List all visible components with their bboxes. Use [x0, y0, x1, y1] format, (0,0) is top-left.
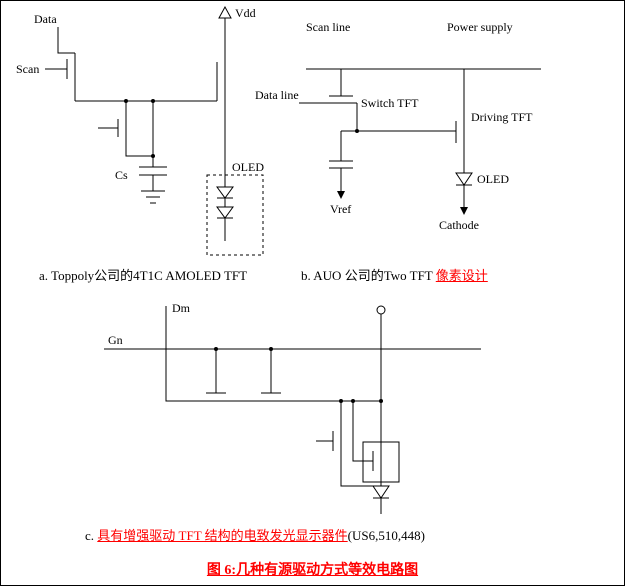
caption-c-suffix: (US6,510,448): [347, 528, 425, 543]
junction-dot: [269, 347, 273, 351]
junction-dot: [339, 399, 343, 403]
power-supply-label: Power supply: [447, 20, 513, 34]
t1-transistor: [66, 53, 76, 83]
figure-title: 图 6:几种有源驱动方式等效电路图: [206, 563, 419, 578]
gn-label: Gn: [108, 333, 123, 347]
cs-label: Cs: [115, 168, 128, 182]
caption-c-highlight: 具有增强驱动 TFT 结构的电致发光显示器件: [97, 528, 348, 543]
driving-tft: [455, 118, 465, 146]
cs-capacitor: [139, 166, 167, 191]
t7-transistor: [316, 401, 373, 487]
terminal-circle: [376, 305, 386, 315]
caption-b-text: b. AUO 公司的Two TFT: [301, 268, 436, 283]
cathode-label: Cathode: [439, 218, 479, 232]
caption-c-prefix: c.: [85, 528, 98, 543]
cathode-arrow: [460, 207, 468, 215]
caption-a: a. Toppoly公司的4T1C AMOLED TFT: [39, 268, 248, 283]
vdd-label: Vdd: [235, 6, 256, 20]
node-wire: [74, 83, 217, 102]
junction-dot: [379, 399, 383, 403]
switch-tft-label: Switch TFT: [361, 96, 419, 110]
vref-arrow: [337, 191, 345, 199]
vref-label: Vref: [330, 202, 351, 216]
scan-label: Scan: [16, 62, 39, 76]
vdd-triangle: [218, 5, 232, 19]
oled-label-b: OLED: [477, 172, 509, 186]
data-line-label: Data line: [255, 88, 299, 102]
data-wire: [57, 27, 75, 54]
oled-diode-bars: [217, 197, 233, 241]
dm-wire: [165, 306, 201, 402]
data-label: Data: [34, 12, 57, 26]
junction-dot: [355, 129, 359, 133]
junction-dot: [124, 99, 128, 103]
oled-diode: [455, 172, 473, 186]
ground-symbol: [141, 190, 165, 204]
transistor-box: [362, 441, 400, 483]
diode-bar: [373, 497, 389, 514]
t2-transistor: [98, 101, 153, 157]
circuit-b-wires: [299, 68, 541, 207]
circuit-c-schematic: Dm Gn: [104, 301, 481, 514]
caption-c: c. 具有增强驱动 TFT 结构的电致发光显示器件(US6,510,448): [85, 525, 425, 544]
t6-gate: [261, 349, 281, 394]
circuit-a-schematic: Data Scan Vdd Cs OLED: [16, 5, 264, 256]
circuit-c-wires: [104, 306, 481, 514]
caption-b: b. AUO 公司的Two TFT 像素设计: [301, 265, 488, 284]
caption-b-highlight: 像素设计: [435, 268, 488, 283]
junction-dot: [151, 154, 155, 158]
t4-driving-transistor: [216, 56, 226, 101]
oled-diode-2: [216, 206, 234, 219]
output-diode: [372, 485, 390, 499]
junction-dot: [351, 399, 355, 403]
oled-dashed-box: [206, 174, 264, 256]
storage-capacitor: [329, 131, 353, 191]
oled-label-a: OLED: [232, 160, 264, 174]
junction-dot: [214, 347, 218, 351]
circuit-b-schematic: Scan line Power supply Data line Switch …: [255, 20, 541, 232]
storage-node-wire: [341, 103, 456, 132]
circuit-a-wires: [45, 18, 233, 241]
junction-dot: [151, 99, 155, 103]
oled-diode-1: [216, 186, 234, 199]
driving-tft-label: Driving TFT: [471, 110, 533, 124]
dm-label: Dm: [172, 301, 191, 315]
t8-transistor: [352, 401, 374, 471]
switch-tft: [325, 95, 357, 104]
t5-gate: [206, 349, 226, 394]
scan-line-label: Scan line: [306, 20, 350, 34]
